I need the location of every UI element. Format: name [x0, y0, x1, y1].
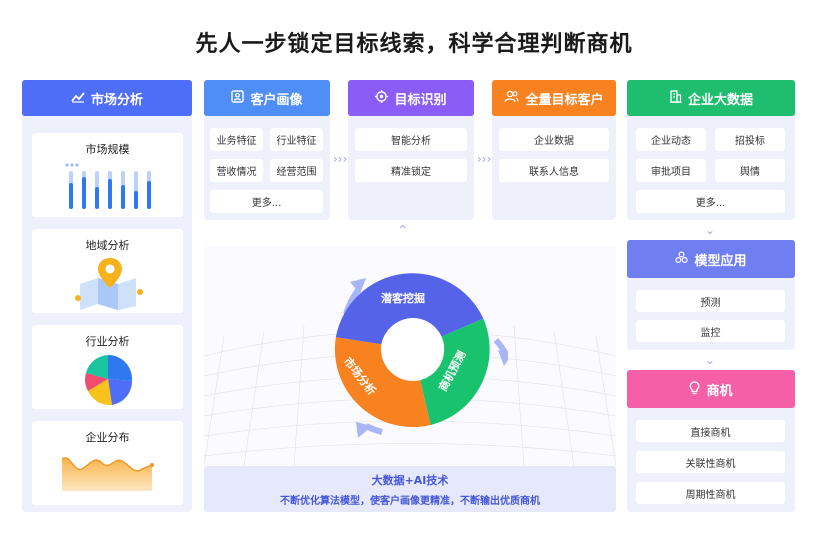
- identify-item-precise: 精准锁定: [355, 159, 467, 182]
- model-application-header: 模型应用: [627, 240, 795, 278]
- bigdata-item-news: 企业动态: [636, 128, 706, 151]
- portrait-icon: [231, 90, 245, 106]
- customers-item-enterprise: 企业数据: [499, 128, 609, 151]
- lightbulb-icon: [689, 380, 700, 398]
- model-item-monitor: 监控: [636, 320, 785, 342]
- page-title: 先人一步锁定目标线索，科学合理判断商机: [195, 32, 633, 57]
- market-analysis-title: 市场分析: [90, 92, 143, 108]
- opportunity-header: 商机: [627, 370, 795, 408]
- portrait-item-scope: 经营范围: [270, 159, 323, 182]
- target-identify-header: 目标识别: [348, 80, 474, 116]
- industry-analysis-card: 行业分析: [32, 325, 183, 409]
- tech-banner: 大数据+AI技术 不断优化算法模型，使客户画像更精准，不断输出优质商机: [204, 466, 616, 512]
- model-application-title: 模型应用: [694, 253, 747, 269]
- bigdata-more[interactable]: 更多...: [636, 190, 785, 213]
- model-item-predict: 预测: [636, 290, 785, 312]
- market-size-label: 市场规模: [85, 143, 130, 156]
- building-icon: [669, 90, 682, 106]
- opportunity-title: 商机: [706, 383, 733, 399]
- customers-item-contacts: 联系人信息: [499, 159, 609, 182]
- enterprise-bigdata-title: 企业大数据: [687, 92, 753, 108]
- bigdata-item-sentiment: 舆情: [715, 159, 785, 182]
- opportunity-item-direct: 直接商机: [636, 420, 785, 442]
- enterprise-bigdata-header: 企业大数据: [627, 80, 795, 116]
- enterprise-distribution-label: 企业分布: [85, 431, 130, 444]
- opportunity-item-related: 关联性商机: [636, 451, 785, 473]
- region-analysis-card: 地域分析: [32, 229, 183, 313]
- model-icon: [675, 251, 689, 267]
- users-icon: [504, 90, 520, 106]
- chart-up-icon: [71, 91, 85, 106]
- portrait-item-business: 业务特征: [210, 128, 263, 151]
- bigdata-item-approval: 审批项目: [636, 159, 706, 182]
- target-icon: [375, 90, 389, 106]
- portrait-item-industry: 行业特征: [270, 128, 323, 151]
- identify-item-smart: 智能分析: [355, 128, 467, 151]
- target-customers-title: 全量目标客户: [525, 92, 604, 108]
- region-analysis-label: 地域分析: [85, 239, 130, 252]
- pie-chart-icon: [85, 354, 133, 406]
- industry-analysis-label: 行业分析: [85, 335, 130, 348]
- area-chart-icon: [61, 457, 154, 491]
- portrait-item-revenue: 营收情况: [210, 159, 263, 182]
- target-customers-header: 全量目标客户: [492, 80, 616, 116]
- target-identify-title: 目标识别: [394, 92, 447, 108]
- tech-banner-subtitle: 不断优化算法模型，使客户画像更精准，不断输出优质商机: [280, 496, 540, 507]
- ring-label-potential: 潜客挖掘: [381, 292, 425, 305]
- tech-banner-title: 大数据+AI技术: [371, 474, 449, 487]
- map-pin-icon: [75, 258, 143, 310]
- portrait-more[interactable]: 更多...: [210, 190, 323, 213]
- customer-portrait-header: 客户画像: [204, 80, 330, 116]
- arrow-right-icon: ›››: [477, 152, 492, 166]
- enterprise-distribution-card: 企业分布: [32, 421, 183, 505]
- market-size-card: 市场规模: [32, 133, 183, 217]
- market-analysis-header: 市场分析: [22, 80, 192, 116]
- cycle-ring: [334, 273, 508, 438]
- customer-portrait-title: 客户画像: [250, 92, 303, 108]
- arrow-up-icon: ⌃: [397, 223, 409, 239]
- bigdata-item-bidding: 招投标: [715, 128, 785, 151]
- opportunity-item-periodic: 周期性商机: [636, 482, 785, 504]
- bar-chart-icon: [65, 163, 151, 209]
- arrow-right-icon: ›››: [333, 152, 348, 166]
